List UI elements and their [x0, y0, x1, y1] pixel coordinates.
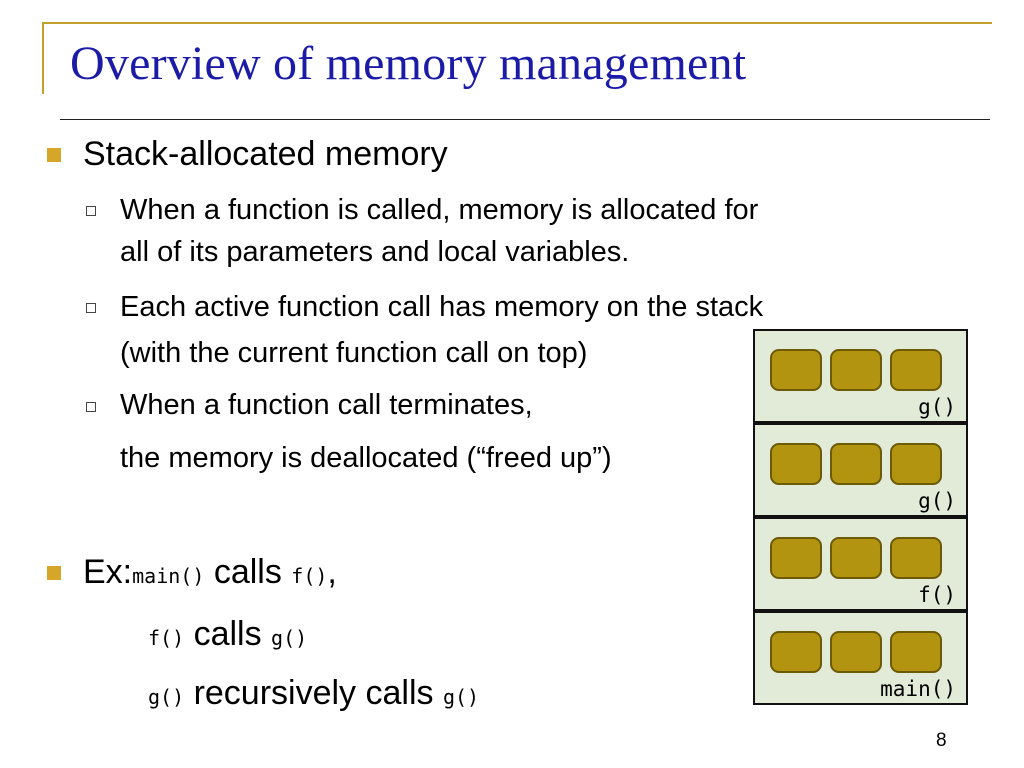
example-line-2: f() calls g() — [148, 614, 307, 658]
stack-frame-label: f() — [918, 583, 956, 607]
memory-cell — [890, 537, 942, 579]
example-text: calls — [184, 615, 272, 653]
slide-title: Overview of memory management — [70, 37, 747, 90]
code-g: g() — [148, 685, 185, 709]
stack-frame: f() — [753, 517, 968, 611]
example-line-1: Ex:main() calls f(), — [83, 552, 337, 596]
memory-cell — [830, 443, 882, 485]
sub-bullet-square-icon — [86, 303, 96, 313]
sub-bullet-text: When a function is called, memory is all… — [120, 194, 759, 226]
stack-frame-label: g() — [918, 395, 956, 419]
example-text: recursively calls — [184, 674, 443, 712]
title-divider — [60, 119, 990, 120]
memory-cell — [890, 349, 942, 391]
memory-cell — [830, 537, 882, 579]
bullet-stack-allocated: Stack-allocated memory — [83, 135, 448, 173]
stack-frame-label: g() — [918, 489, 956, 513]
memory-cell — [770, 537, 822, 579]
example-line-3: g() recursively calls g() — [148, 673, 479, 717]
sub-bullet-text: Each active function call has memory on … — [120, 291, 764, 323]
bullet-square-icon — [47, 566, 61, 580]
code-f: f() — [291, 564, 328, 588]
accent-frame-vertical — [42, 22, 44, 94]
memory-cell — [890, 631, 942, 673]
example-label: Ex: — [83, 553, 133, 591]
accent-frame-horizontal — [42, 22, 992, 24]
stack-frame: main() — [753, 611, 968, 705]
memory-cell — [830, 349, 882, 391]
code-main: main() — [132, 564, 205, 588]
sub-bullet-square-icon — [86, 206, 96, 216]
code-f: f() — [148, 626, 185, 650]
example-tail: , — [327, 553, 337, 591]
stack-frame: g() — [753, 329, 968, 423]
sub-bullet-text: When a function call terminates, — [120, 389, 533, 421]
stack-frame: g() — [753, 423, 968, 517]
memory-cell — [890, 443, 942, 485]
memory-cell — [770, 443, 822, 485]
sub-bullet-square-icon — [86, 402, 96, 412]
code-g: g() — [442, 685, 480, 709]
sub-bullet-text: all of its parameters and local variable… — [120, 236, 630, 268]
stack-frame-label: main() — [880, 677, 956, 701]
sub-bullet-text: the memory is deallocated (“freed up”) — [120, 442, 612, 474]
memory-cell — [770, 631, 822, 673]
memory-cell — [770, 349, 822, 391]
code-g: g() — [271, 626, 308, 650]
page-number: 8 — [936, 730, 947, 751]
bullet-square-icon — [47, 148, 61, 162]
example-text: calls — [204, 553, 292, 591]
sub-bullet-text: (with the current function call on top) — [120, 337, 588, 369]
memory-cell — [830, 631, 882, 673]
